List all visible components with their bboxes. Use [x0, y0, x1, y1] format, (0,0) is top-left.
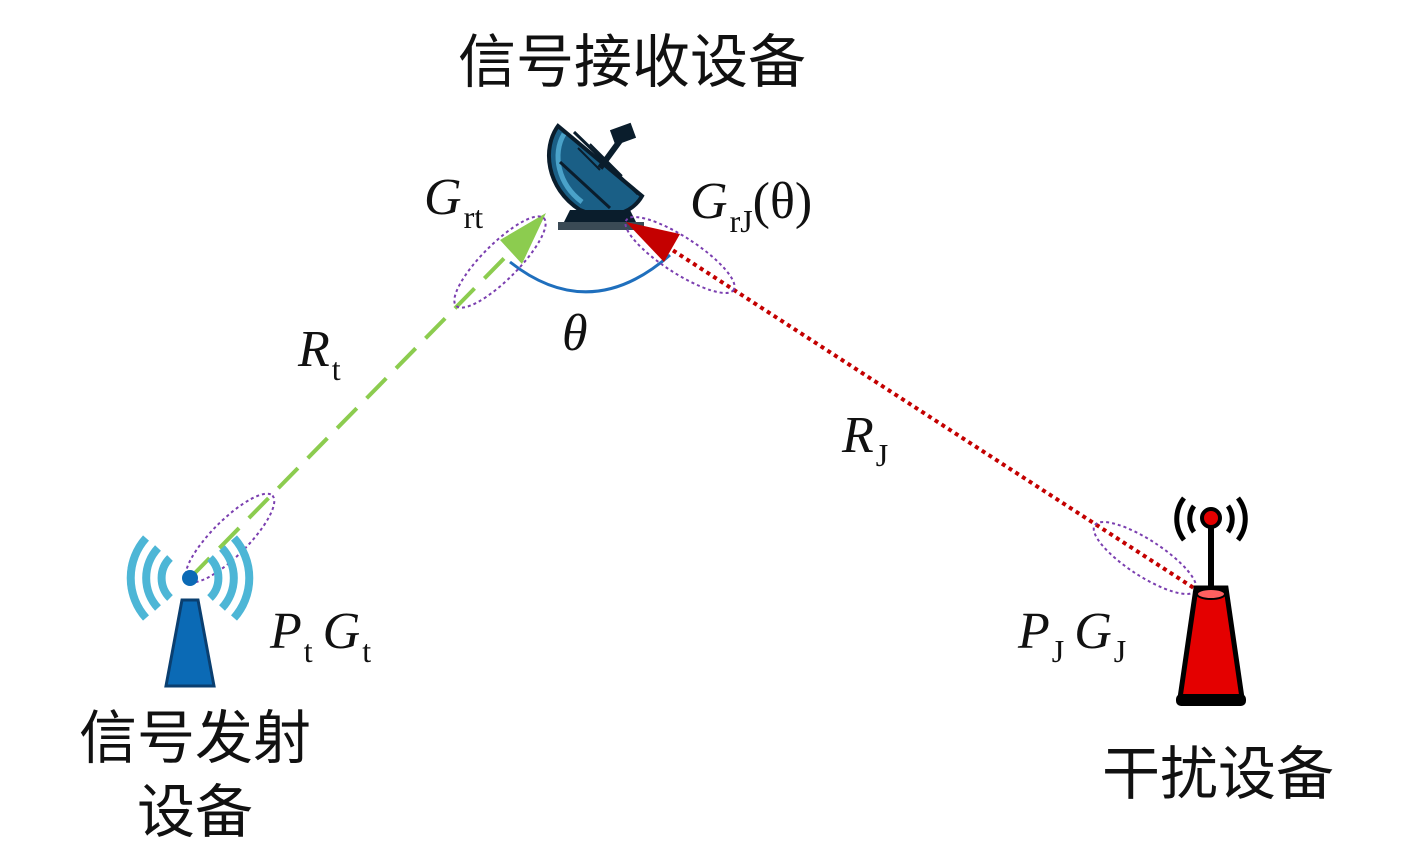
- label-grj: GrJ(θ): [690, 173, 812, 239]
- jammer-label: 干扰设备: [1102, 740, 1334, 808]
- label-grt: Grt: [424, 169, 483, 235]
- transmitter-label-line1: 信号发射: [79, 704, 311, 772]
- jam-arrowhead: [626, 222, 680, 262]
- transmit-link: [188, 232, 530, 580]
- radio-tower-icon: [126, 535, 254, 688]
- label-rj: RJ: [841, 407, 888, 473]
- beam-ellipse-receiver-left: [453, 215, 547, 309]
- jamming-antenna-icon: [1174, 496, 1248, 706]
- beam-ellipse-receiver-right: [624, 216, 736, 294]
- receiver-label: 信号接收设备: [458, 28, 806, 96]
- transmit-arrowhead: [500, 213, 546, 264]
- jam-link: [658, 240, 1202, 594]
- transmitter-label-line2: 设备: [137, 778, 253, 846]
- label-rt: Rt: [297, 321, 341, 387]
- beam-ellipse-transmitter: [184, 492, 276, 584]
- angle-arc: [509, 253, 671, 294]
- satellite-dish-icon: [546, 122, 645, 230]
- label-theta: θ: [562, 305, 588, 362]
